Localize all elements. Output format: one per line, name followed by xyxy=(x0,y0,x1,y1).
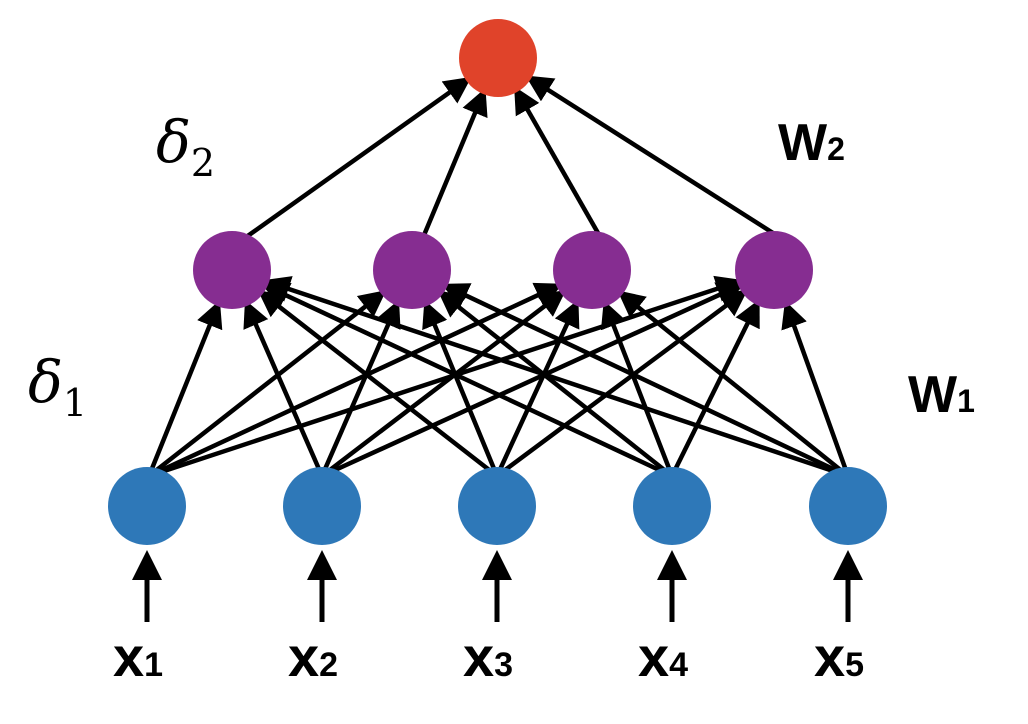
edge-x4-h3 xyxy=(600,300,675,477)
edge-x4-h2 xyxy=(437,290,674,478)
input-layer xyxy=(108,467,887,545)
weight-label-w1: W1 xyxy=(908,366,975,424)
edge-x5-h2 xyxy=(441,283,849,479)
output-node xyxy=(459,19,537,97)
edge-x2-h2 xyxy=(319,299,401,477)
edge-x1-h3 xyxy=(148,282,563,479)
input-label-x5: x5 xyxy=(814,625,864,688)
edge-x5-h4 xyxy=(781,300,851,477)
input-label-x3: x3 xyxy=(463,625,513,688)
edge-x3-h4 xyxy=(495,289,748,478)
input-label-x2: x2 xyxy=(288,625,338,688)
edge-h2-out xyxy=(419,87,488,241)
weight-label-w2: W2 xyxy=(778,114,845,172)
edge-h4-out xyxy=(525,75,786,242)
edges-input-to-hidden xyxy=(146,275,851,479)
input-node-4 xyxy=(633,467,711,545)
edge-x2-h4 xyxy=(321,282,745,479)
edge-x3-h2 xyxy=(422,300,500,477)
edge-x3-h1 xyxy=(257,289,499,478)
edge-x4-h1 xyxy=(261,283,673,479)
hidden-node-1 xyxy=(193,231,271,309)
edge-h3-out xyxy=(514,86,604,242)
delta-label-2: δ2 xyxy=(156,108,215,185)
input-node-3 xyxy=(458,467,536,545)
output-layer xyxy=(459,19,537,97)
delta-label-1: δ1 xyxy=(28,348,87,425)
edge-x3-h3 xyxy=(494,299,580,477)
edges-hidden-to-output xyxy=(240,75,786,242)
input-label-x1: x1 xyxy=(113,625,163,688)
input-label-x4: x4 xyxy=(638,625,688,688)
hidden-node-4 xyxy=(735,231,813,309)
edge-x1-h4 xyxy=(148,275,744,479)
edge-x5-h1 xyxy=(262,276,849,479)
hidden-node-2 xyxy=(373,231,451,309)
edge-x1-h1 xyxy=(146,300,223,477)
input-node-1 xyxy=(108,467,186,545)
hidden-node-3 xyxy=(553,231,631,309)
edge-x4-h4 xyxy=(669,299,760,477)
input-node-5 xyxy=(809,467,887,545)
hidden-layer xyxy=(193,231,813,309)
input-node-2 xyxy=(283,467,361,545)
edge-h1-out xyxy=(240,76,472,242)
edge-x5-h3 xyxy=(617,290,850,478)
input-labels: x1 x2 x3 x4 x5 xyxy=(113,625,864,688)
input-arrows xyxy=(132,550,863,622)
edge-x2-h1 xyxy=(243,299,325,477)
